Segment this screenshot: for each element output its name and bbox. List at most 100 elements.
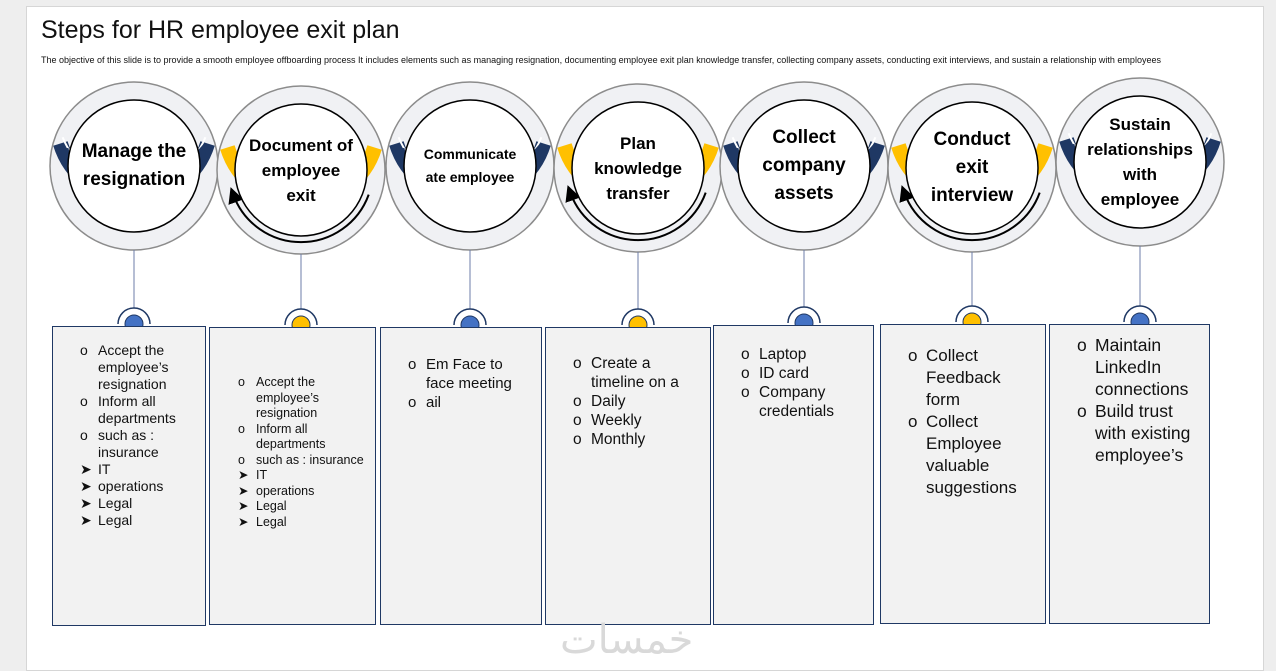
arrow-bullet-icon: ➤ — [80, 461, 92, 477]
arrow-bullet-icon: ➤ — [80, 478, 92, 494]
circle-bullet-icon: o — [573, 412, 582, 429]
step-label-6: Conduct exit interview — [910, 106, 1034, 230]
step-1-item: o such as : insurance — [80, 427, 198, 461]
step-label-text-1: Manage the resignation — [81, 141, 187, 190]
step-4-item-text: Daily — [591, 393, 626, 410]
step-1-item-text: Inform all departments — [98, 393, 176, 426]
circle-bullet-icon: o — [238, 375, 245, 389]
circle-bullet-icon: o — [1077, 401, 1087, 421]
step-1-item-text: such as : insurance — [98, 427, 159, 460]
step-circle-7 — [1073, 95, 1207, 229]
step-2-item-text: Legal — [256, 514, 287, 529]
step-2-item: ➤IT — [238, 468, 366, 484]
step-detail-box-4 — [545, 327, 711, 625]
circle-bullet-icon: o — [573, 431, 582, 448]
step-label-5: Collect company assets — [742, 104, 866, 228]
step-label-2: Document of employee exit — [239, 108, 363, 232]
arrow-bullet-icon: ➤ — [80, 512, 92, 528]
step-label-7: Sustain relationships with employee — [1078, 100, 1202, 224]
step-2-item-text: operations — [256, 483, 315, 498]
step-label-3: Communicate ate employee — [408, 104, 532, 228]
step-2-item: ➤Legal — [238, 515, 366, 531]
step-2-item-text: such as : insurance — [256, 452, 364, 467]
page-description: The objective of this slide is to provid… — [41, 55, 1161, 65]
step-label-text-2: Document of employee exit — [249, 135, 353, 205]
step-7-item-text: Build trust with existing employee’s — [1095, 401, 1191, 465]
step-detail-box-7 — [1049, 324, 1210, 624]
page-title: Steps for HR employee exit plan — [41, 16, 400, 44]
step-label-text-3: Communicate ate employee — [423, 146, 517, 185]
step-2-item-text: Legal — [256, 499, 287, 513]
step-7-item: o Build trust with existing employee’s — [1077, 400, 1202, 466]
step-circle-4 — [571, 101, 705, 235]
step-5-item: o ID card — [741, 364, 866, 383]
circle-bullet-icon: o — [80, 427, 88, 443]
step-label-text-5: Collect company assets — [762, 127, 846, 204]
step-1-item: ➤ operations — [80, 478, 198, 495]
step-label-1: Manage the resignation — [72, 104, 196, 228]
step-label-4: Plan knowledge transfer — [576, 106, 700, 230]
circle-bullet-icon: o — [741, 384, 750, 401]
circle-bullet-icon: o — [573, 355, 582, 372]
step-arrow-2 — [228, 187, 370, 244]
step-5-item-text: Laptop — [759, 346, 807, 363]
step-3-item-text: Em Face to face meeting — [426, 356, 512, 392]
step-1-item: ➤ IT — [80, 461, 198, 478]
step-4-item-text: Weekly — [591, 412, 642, 429]
step-6-item-text: Collect Employee valuable suggestions — [926, 412, 1017, 497]
step-7-item: o Maintain LinkedIn connections — [1077, 334, 1202, 400]
step-4-item-text: Monthly — [591, 431, 646, 448]
step-1-item: o Accept the employee’s resignation — [80, 342, 198, 393]
arrow-bullet-icon: ➤ — [238, 499, 249, 513]
circle-bullet-icon: o — [238, 452, 245, 467]
step-1-item-text: operations — [98, 478, 164, 494]
circle-bullet-icon: o — [741, 365, 750, 382]
step-2-item: o Inform all departments — [238, 422, 366, 453]
step-detail-box-1 — [52, 326, 206, 626]
step-5-item-text: ID card — [759, 365, 809, 382]
circle-bullet-icon: o — [1077, 335, 1087, 355]
circle-bullet-icon: o — [408, 394, 417, 411]
arrow-bullet-icon: ➤ — [80, 495, 92, 511]
step-7-item-text: Maintain LinkedIn connections — [1095, 335, 1189, 399]
step-4-item-text: Create a timeline on a — [591, 355, 679, 391]
step-1-item: ➤ Legal — [80, 512, 198, 529]
step-4-item: o Monthly — [573, 430, 698, 449]
step-3-item-text: ail — [426, 394, 442, 411]
step-label-text-7: Sustain relationships with employee — [1087, 115, 1193, 209]
circle-bullet-icon: o — [238, 421, 245, 436]
arrow-bullet-icon: ➤ — [238, 483, 249, 498]
step-detail-box-3 — [380, 327, 542, 625]
step-circle-1 — [67, 99, 201, 233]
step-1-item-text: IT — [98, 461, 111, 477]
circle-bullet-icon: o — [908, 412, 918, 431]
step-circle-2 — [234, 103, 368, 237]
step-2-item: ➤ operations — [238, 484, 366, 500]
step-2-item-text: Inform all departments — [256, 421, 326, 452]
watermark-logo: خمسات — [560, 617, 694, 663]
step-1-item-text: Accept the employee’s resignation — [98, 342, 169, 392]
circle-bullet-icon: o — [80, 342, 88, 358]
step-detail-box-5 — [713, 325, 874, 625]
step-label-text-6: Conduct exit interview — [930, 129, 1014, 206]
circle-bullet-icon: o — [908, 346, 918, 365]
step-1-item-text: Legal — [98, 512, 133, 528]
step-4-item: o Create a timeline on a — [573, 354, 698, 392]
step-circle-6 — [905, 101, 1039, 235]
